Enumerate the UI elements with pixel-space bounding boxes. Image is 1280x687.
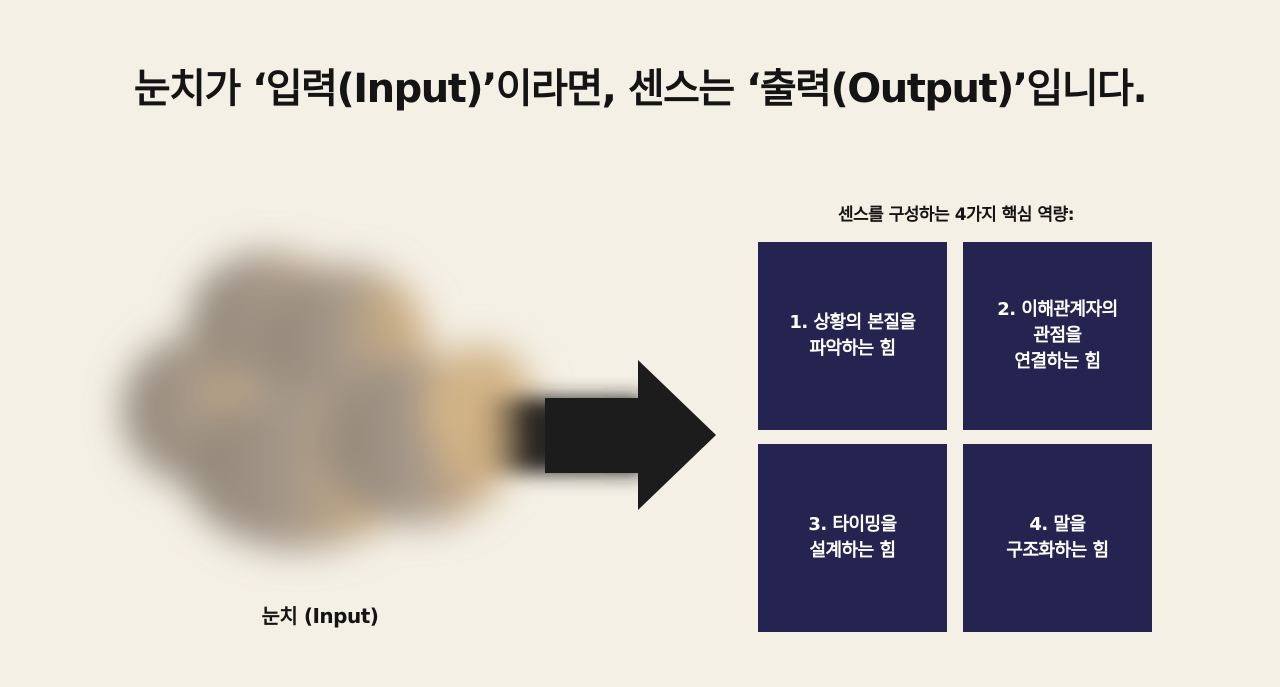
competency-text-1: 1. 상황의 본질을 파악하는 힘 (789, 311, 916, 359)
competency-box-2: 2. 이해관계자의 관점을 연결하는 힘 (963, 242, 1152, 430)
competency-text-4: 4. 말을 구조화하는 힘 (1006, 513, 1109, 561)
grid-title: 센스를 구성하는 4가지 핵심 역량: (837, 205, 1075, 225)
competency-text-2: 2. 이해관계자의 관점을 연결하는 힘 (997, 298, 1118, 373)
page-title: 눈치가 ‘입력(Input)’이라면, 센스는 ‘출력(Output)’입니다. (133, 66, 1148, 112)
competency-box-1: 1. 상황의 본질을 파악하는 힘 (758, 242, 947, 430)
competency-box-3: 3. 타이밍을 설계하는 힘 (758, 444, 947, 632)
arrow-icon (430, 360, 716, 510)
input-label: 눈치 (Input) (261, 604, 379, 628)
competency-box-4: 4. 말을 구조화하는 힘 (963, 444, 1152, 632)
competency-text-3: 3. 타이밍을 설계하는 힘 (808, 513, 897, 561)
